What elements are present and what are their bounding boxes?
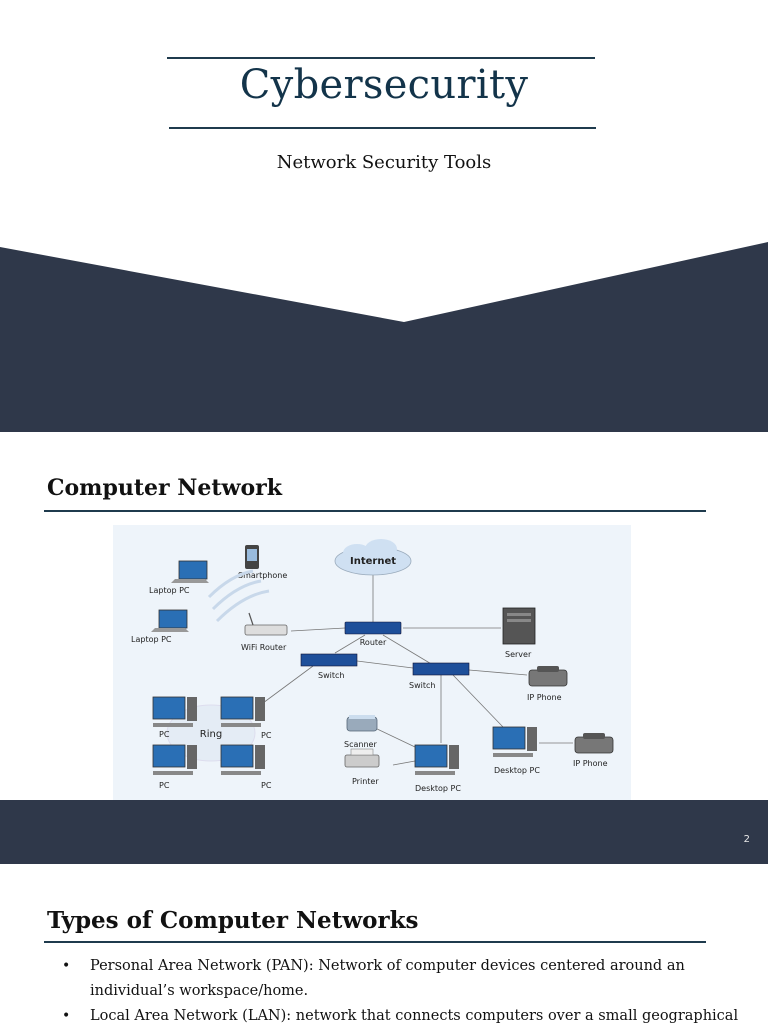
smartphone-label: Smartphone	[238, 571, 287, 580]
ip-phone-top-label: IP Phone	[527, 693, 562, 702]
laptop-top-label: Laptop PC	[149, 586, 190, 595]
pc-bl-label: PC	[159, 781, 170, 790]
scanner-icon	[346, 715, 378, 732]
ip-phone-icon	[528, 666, 568, 687]
ip-phone-icon	[574, 733, 614, 754]
list-item: Personal Area Network (PAN): Network of …	[62, 954, 742, 1004]
pc-icon	[220, 696, 265, 727]
pc-tl-label: PC	[159, 730, 170, 739]
laptop-bottom-label: Laptop PC	[131, 635, 172, 644]
server-icon	[502, 607, 536, 645]
router-label: Router	[360, 638, 387, 647]
desktop-pc-icon	[492, 726, 537, 757]
wifi-router-label: WiFi Router	[241, 643, 287, 652]
switch-right-label: Switch	[409, 681, 435, 690]
ip-phone-bottom-label: IP Phone	[573, 759, 608, 768]
laptop-icon	[171, 560, 209, 583]
page-number: 2	[743, 834, 750, 845]
pc-icon	[220, 744, 265, 775]
laptop-icon	[151, 609, 189, 632]
section-rule	[44, 941, 706, 943]
server-label: Server	[505, 650, 532, 659]
wifi-router-icon	[244, 612, 288, 636]
section-title: Computer Network	[47, 475, 282, 501]
section-rule	[44, 510, 706, 512]
pc-icon	[152, 696, 197, 727]
desktop-pc-icon	[414, 744, 459, 775]
pc-br-label: PC	[261, 781, 272, 790]
list-item: Local Area Network (LAN): network that c…	[62, 1004, 742, 1024]
network-diagram: Internet Laptop PC Laptop PC Smartphone	[113, 525, 631, 800]
title-slide: Cybersecurity Network Security Tools	[0, 0, 768, 432]
switch-icon	[412, 662, 470, 676]
section-title: Types of Computer Networks	[47, 907, 419, 934]
title-bottom-rule	[169, 127, 596, 129]
network-types-slide: Types of Computer Networks Personal Area…	[0, 864, 768, 1024]
switch-icon	[300, 653, 358, 667]
printer-label: Printer	[352, 777, 379, 786]
pc-tr-label: PC	[261, 731, 272, 740]
pc-icon	[152, 744, 197, 775]
chevron-band	[0, 242, 768, 432]
desktop-center-label: Desktop PC	[415, 784, 461, 793]
smartphone-icon	[245, 545, 259, 569]
switch-left-label: Switch	[318, 671, 344, 680]
wifi-signal-icon	[207, 569, 270, 623]
ring-label: Ring	[200, 729, 222, 740]
computer-network-slide: Computer Network Internet	[0, 432, 768, 864]
internet-label: Internet	[350, 556, 396, 567]
scanner-label: Scanner	[344, 740, 377, 749]
router-icon	[344, 621, 402, 635]
title-top-rule	[167, 57, 595, 59]
printer-icon	[344, 748, 380, 768]
desktop-right-label: Desktop PC	[494, 766, 540, 775]
footer-band: 2	[0, 800, 768, 864]
internet-cloud-icon	[334, 539, 412, 576]
slide-subtitle: Network Security Tools	[276, 152, 492, 173]
bullet-list: Personal Area Network (PAN): Network of …	[62, 954, 742, 1024]
slide-title: Cybersecurity	[239, 62, 529, 108]
